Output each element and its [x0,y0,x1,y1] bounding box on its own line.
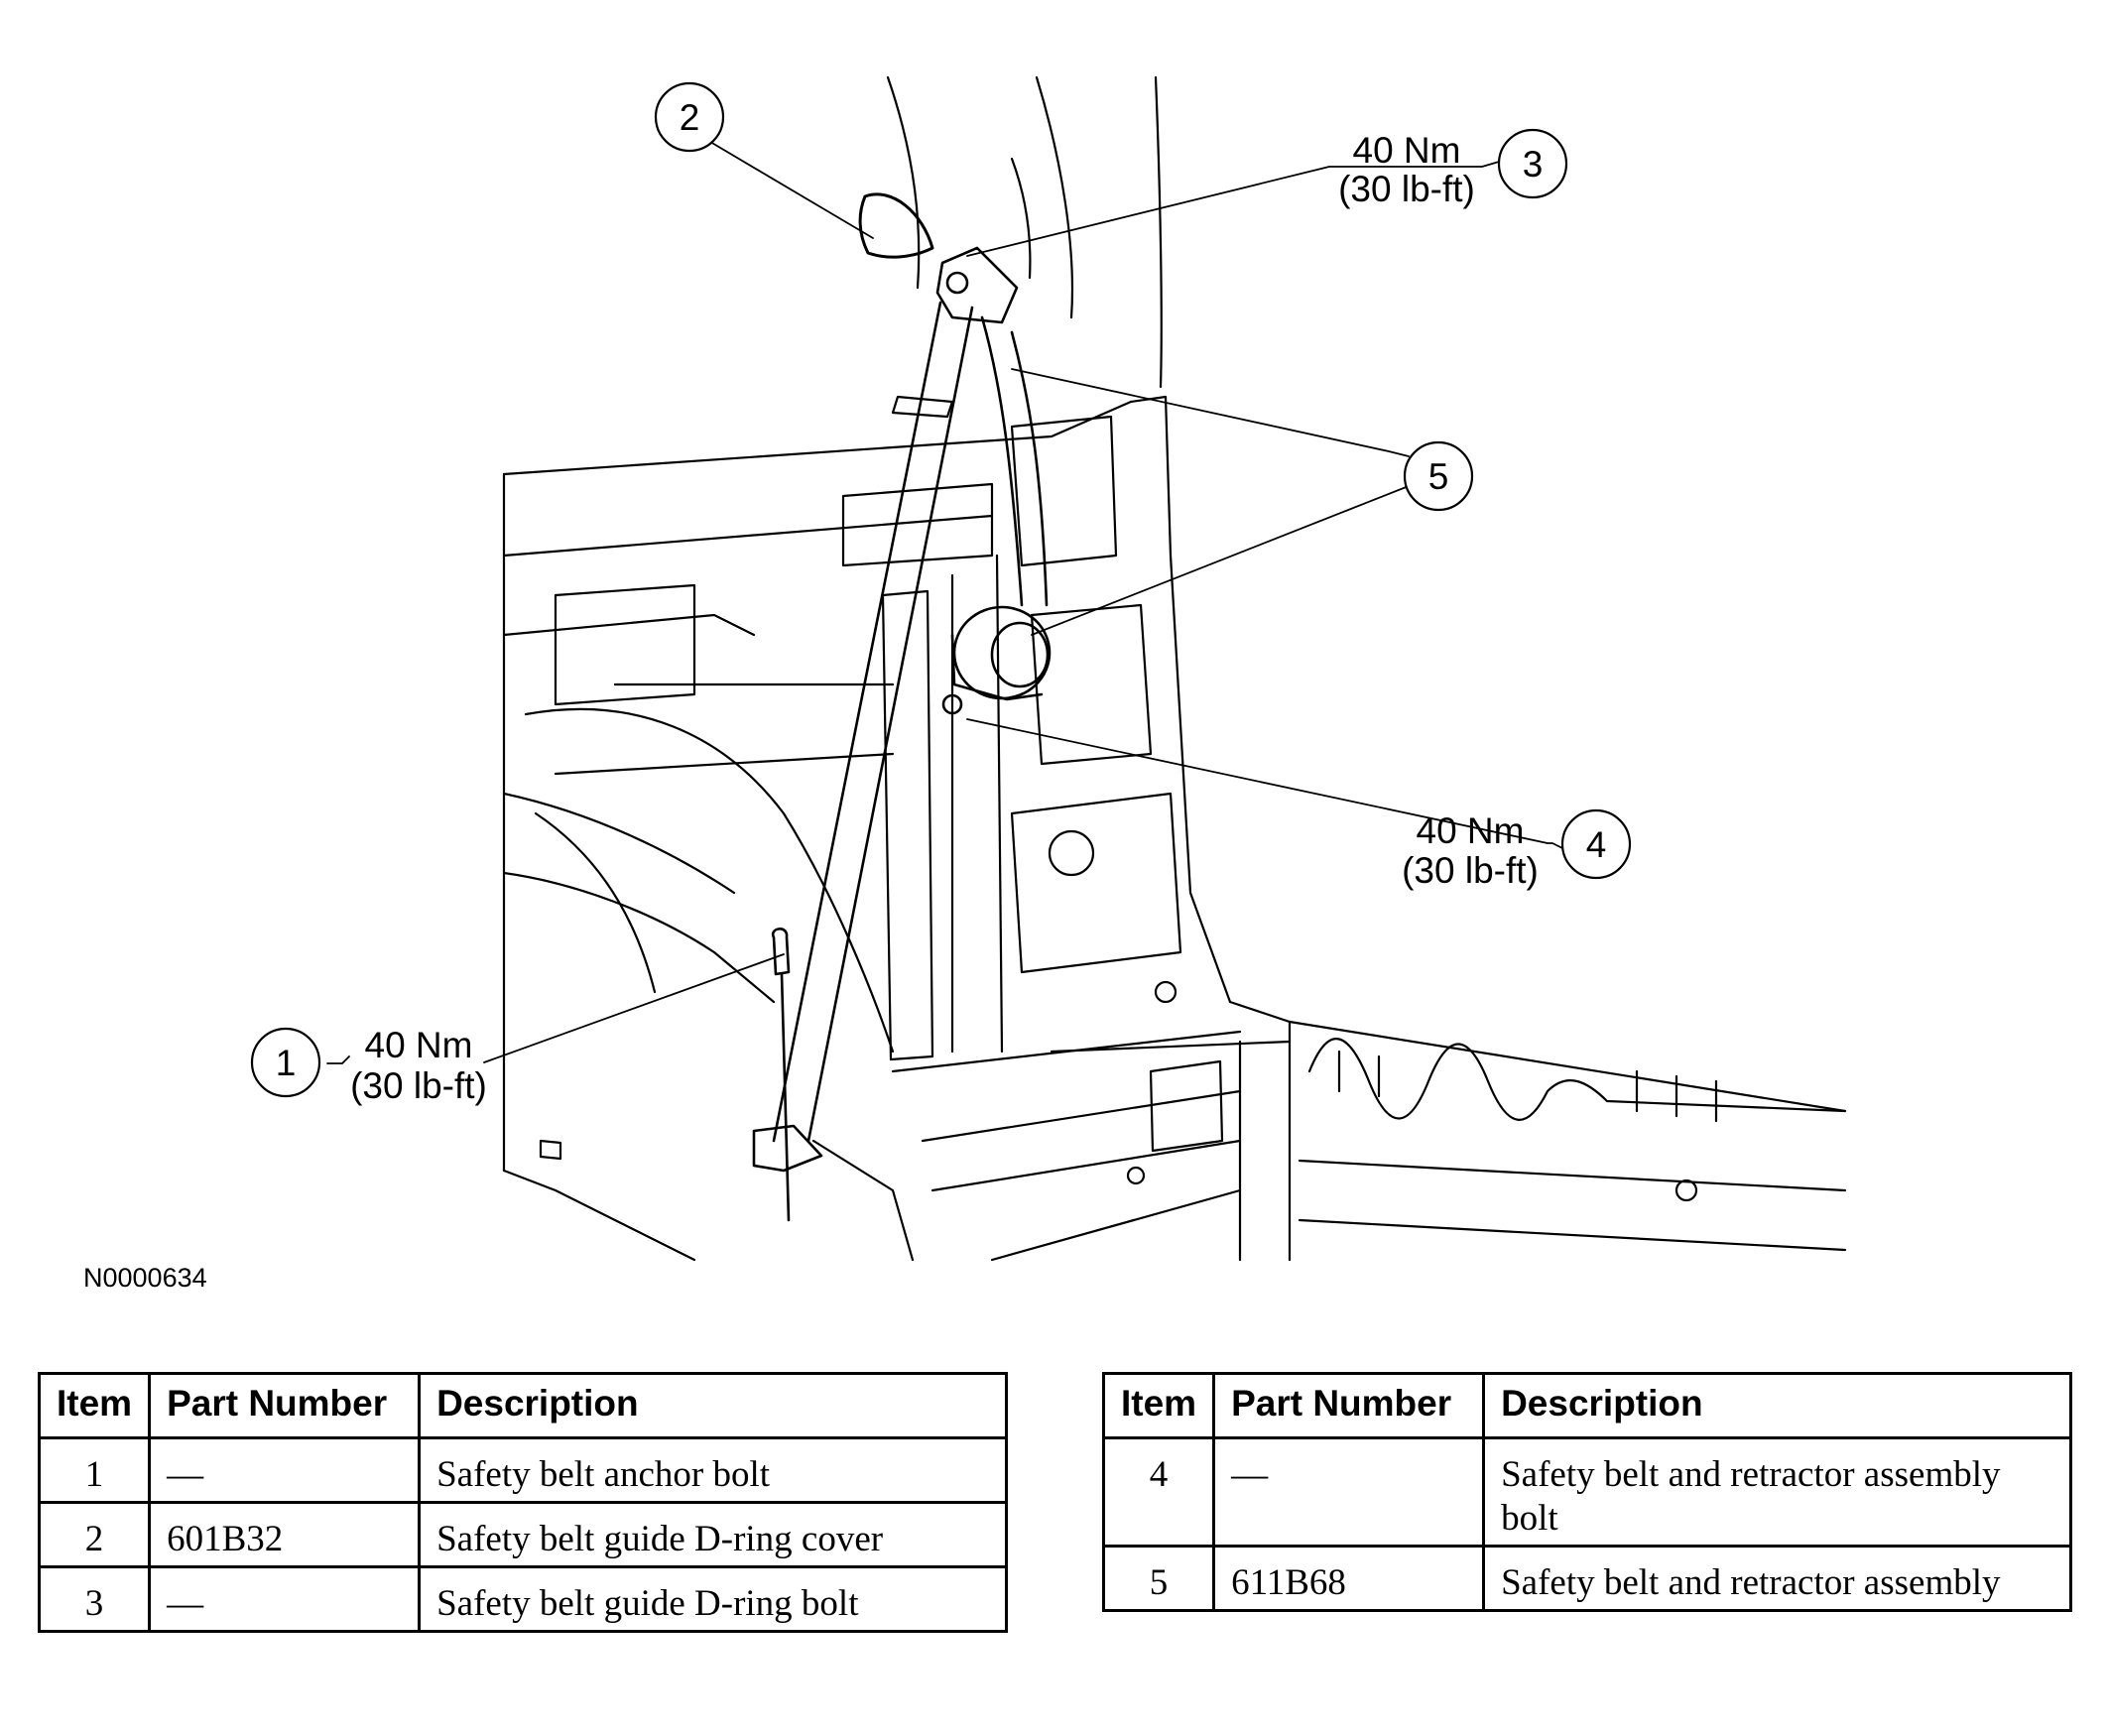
callout-1-torque-imperial: (30 lb-ft) [350,1065,487,1106]
vehicle-body-structure [502,75,1847,1262]
cell-item: 3 [37,1565,152,1633]
leader-lines [326,138,1563,1064]
cell-description: Safety belt guide D-ring bolt [418,1565,1008,1633]
callout-1: 1 40 Nm (30 lb-ft) [250,1025,487,1106]
belt-guide-bracket [881,395,954,1061]
cell-item: 5 [1101,1545,1216,1612]
header-part-number: Part Number [148,1372,422,1439]
cell-item: 2 [37,1501,152,1568]
parts-table-right: Item Part Number Description 4 — Safety … [1101,1372,2072,1612]
header-item: Item [37,1372,152,1439]
cell-part-number: 611B68 [1212,1545,1486,1612]
cell-part-number: — [1212,1436,1486,1548]
callout-3: 3 40 Nm (30 lb-ft) [1338,128,1568,209]
cell-description: Safety belt guide D-ring cover [418,1501,1008,1568]
d-ring-guide [935,246,1019,324]
svg-text:1: 1 [276,1043,297,1083]
callout-3-torque-imperial: (30 lb-ft) [1338,169,1475,209]
table-header-row: Item Part Number Description [37,1372,1008,1439]
cell-item: 1 [37,1436,152,1504]
callout-4-torque: 40 Nm [1417,810,1525,851]
table-row: 1 — Safety belt anchor bolt [37,1436,1008,1504]
header-description: Description [418,1372,1008,1439]
svg-text:4: 4 [1586,824,1607,865]
callout-5: 5 [1403,440,1474,512]
figure-id: N0000634 [83,1263,207,1293]
seat-belt-installation-diagram: 1 40 Nm (30 lb-ft) 2 3 40 Nm (30 lb-ft) … [83,75,1847,1293]
table-row: 4 — Safety belt and retractor assembly b… [1101,1436,2072,1548]
cell-part-number: — [148,1565,422,1633]
callout-1-torque: 40 Nm [365,1025,473,1065]
callout-3-torque: 40 Nm [1353,130,1461,171]
cell-description: Safety belt and retractor assembly [1482,1545,2072,1612]
cell-description: Safety belt and retractor assembly bolt [1482,1436,2072,1548]
anchor-bracket [752,928,823,1222]
cell-part-number: 601B32 [148,1501,422,1568]
svg-text:2: 2 [680,97,700,138]
header-item: Item [1101,1372,1216,1439]
callout-4: 4 40 Nm (30 lb-ft) [1402,808,1632,891]
cell-description: Safety belt anchor bolt [418,1436,1008,1504]
svg-text:5: 5 [1428,456,1449,497]
callout-2: 2 [654,81,725,153]
table-row: 2 601B32 Safety belt guide D-ring cover [37,1501,1008,1568]
table-row: 5 611B68 Safety belt and retractor assem… [1101,1545,2072,1612]
callout-4-torque-imperial: (30 lb-ft) [1402,850,1539,891]
svg-text:3: 3 [1523,144,1544,185]
table-row: 3 — Safety belt guide D-ring bolt [37,1565,1008,1633]
parts-table-left: Item Part Number Description 1 — Safety … [37,1372,1008,1633]
seat-belt-webbing [772,301,1049,1143]
header-description: Description [1482,1372,2072,1439]
table-header-row: Item Part Number Description [1101,1372,2072,1439]
cell-item: 4 [1101,1436,1216,1548]
retractor-assembly [941,605,1052,715]
d-ring-cover [858,192,934,259]
cell-part-number: — [148,1436,422,1504]
header-part-number: Part Number [1212,1372,1486,1439]
